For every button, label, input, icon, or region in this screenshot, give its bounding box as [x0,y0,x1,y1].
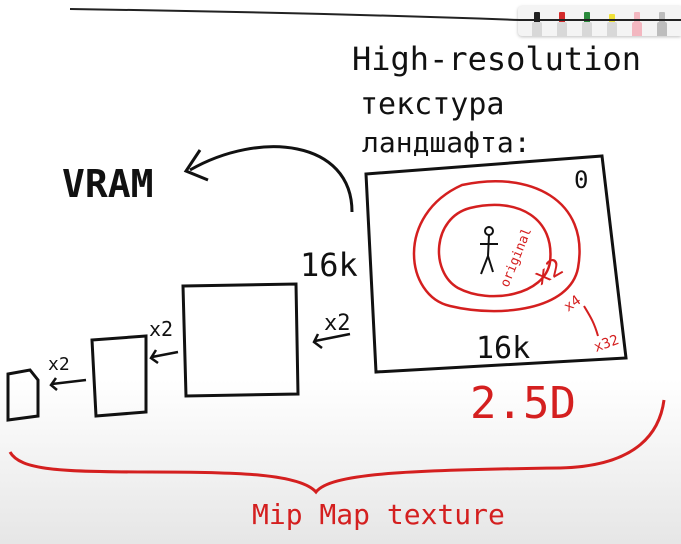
clear-icon[interactable] [655,10,669,36]
map-zero-label: 0 [574,166,588,194]
title-line-3: ландшафта: [362,126,531,159]
x32-label: x32 [592,332,621,356]
inner-red-ring [437,203,552,298]
map-size-label: 16k [476,331,530,366]
mipmap-label: Mip Map texture [252,498,505,531]
vram-arrow-head [183,149,209,182]
arrow-b-icon [149,349,179,365]
mip-level-0-square [181,282,300,398]
mipmap-brace [8,399,666,495]
high-res-map-frame [364,154,628,374]
pen-black-icon[interactable] [530,10,544,36]
version-label: 2.5D [470,378,576,429]
bottom-shade [0,380,681,544]
x4-to-x32-connector [583,305,599,337]
person-icon [480,226,498,275]
arrow-a-icon [312,332,351,349]
x2-label-c: x2 [48,354,70,375]
arrow-c-icon [49,377,87,391]
mip-level-2-square [6,368,40,422]
x4-label: x4 [561,293,584,316]
x2-label-a: x2 [324,311,351,336]
x2-label-b: x2 [149,317,173,341]
outer-red-ring [412,180,581,313]
eraser-icon[interactable] [630,10,644,36]
pen-red-icon[interactable] [555,10,569,36]
mip-level-1-square [90,334,148,418]
top-size-label: 16k [300,246,358,284]
title-line-1: High-resolution [352,40,641,78]
title-line-2: текстура [360,87,505,122]
vram-arrow [189,145,354,213]
original-label: original [498,226,535,290]
vram-label: VRAM [62,162,154,206]
pen-green-icon[interactable] [580,10,594,36]
top-rule-line [69,8,681,21]
highlighter-yellow-icon[interactable] [605,10,619,36]
